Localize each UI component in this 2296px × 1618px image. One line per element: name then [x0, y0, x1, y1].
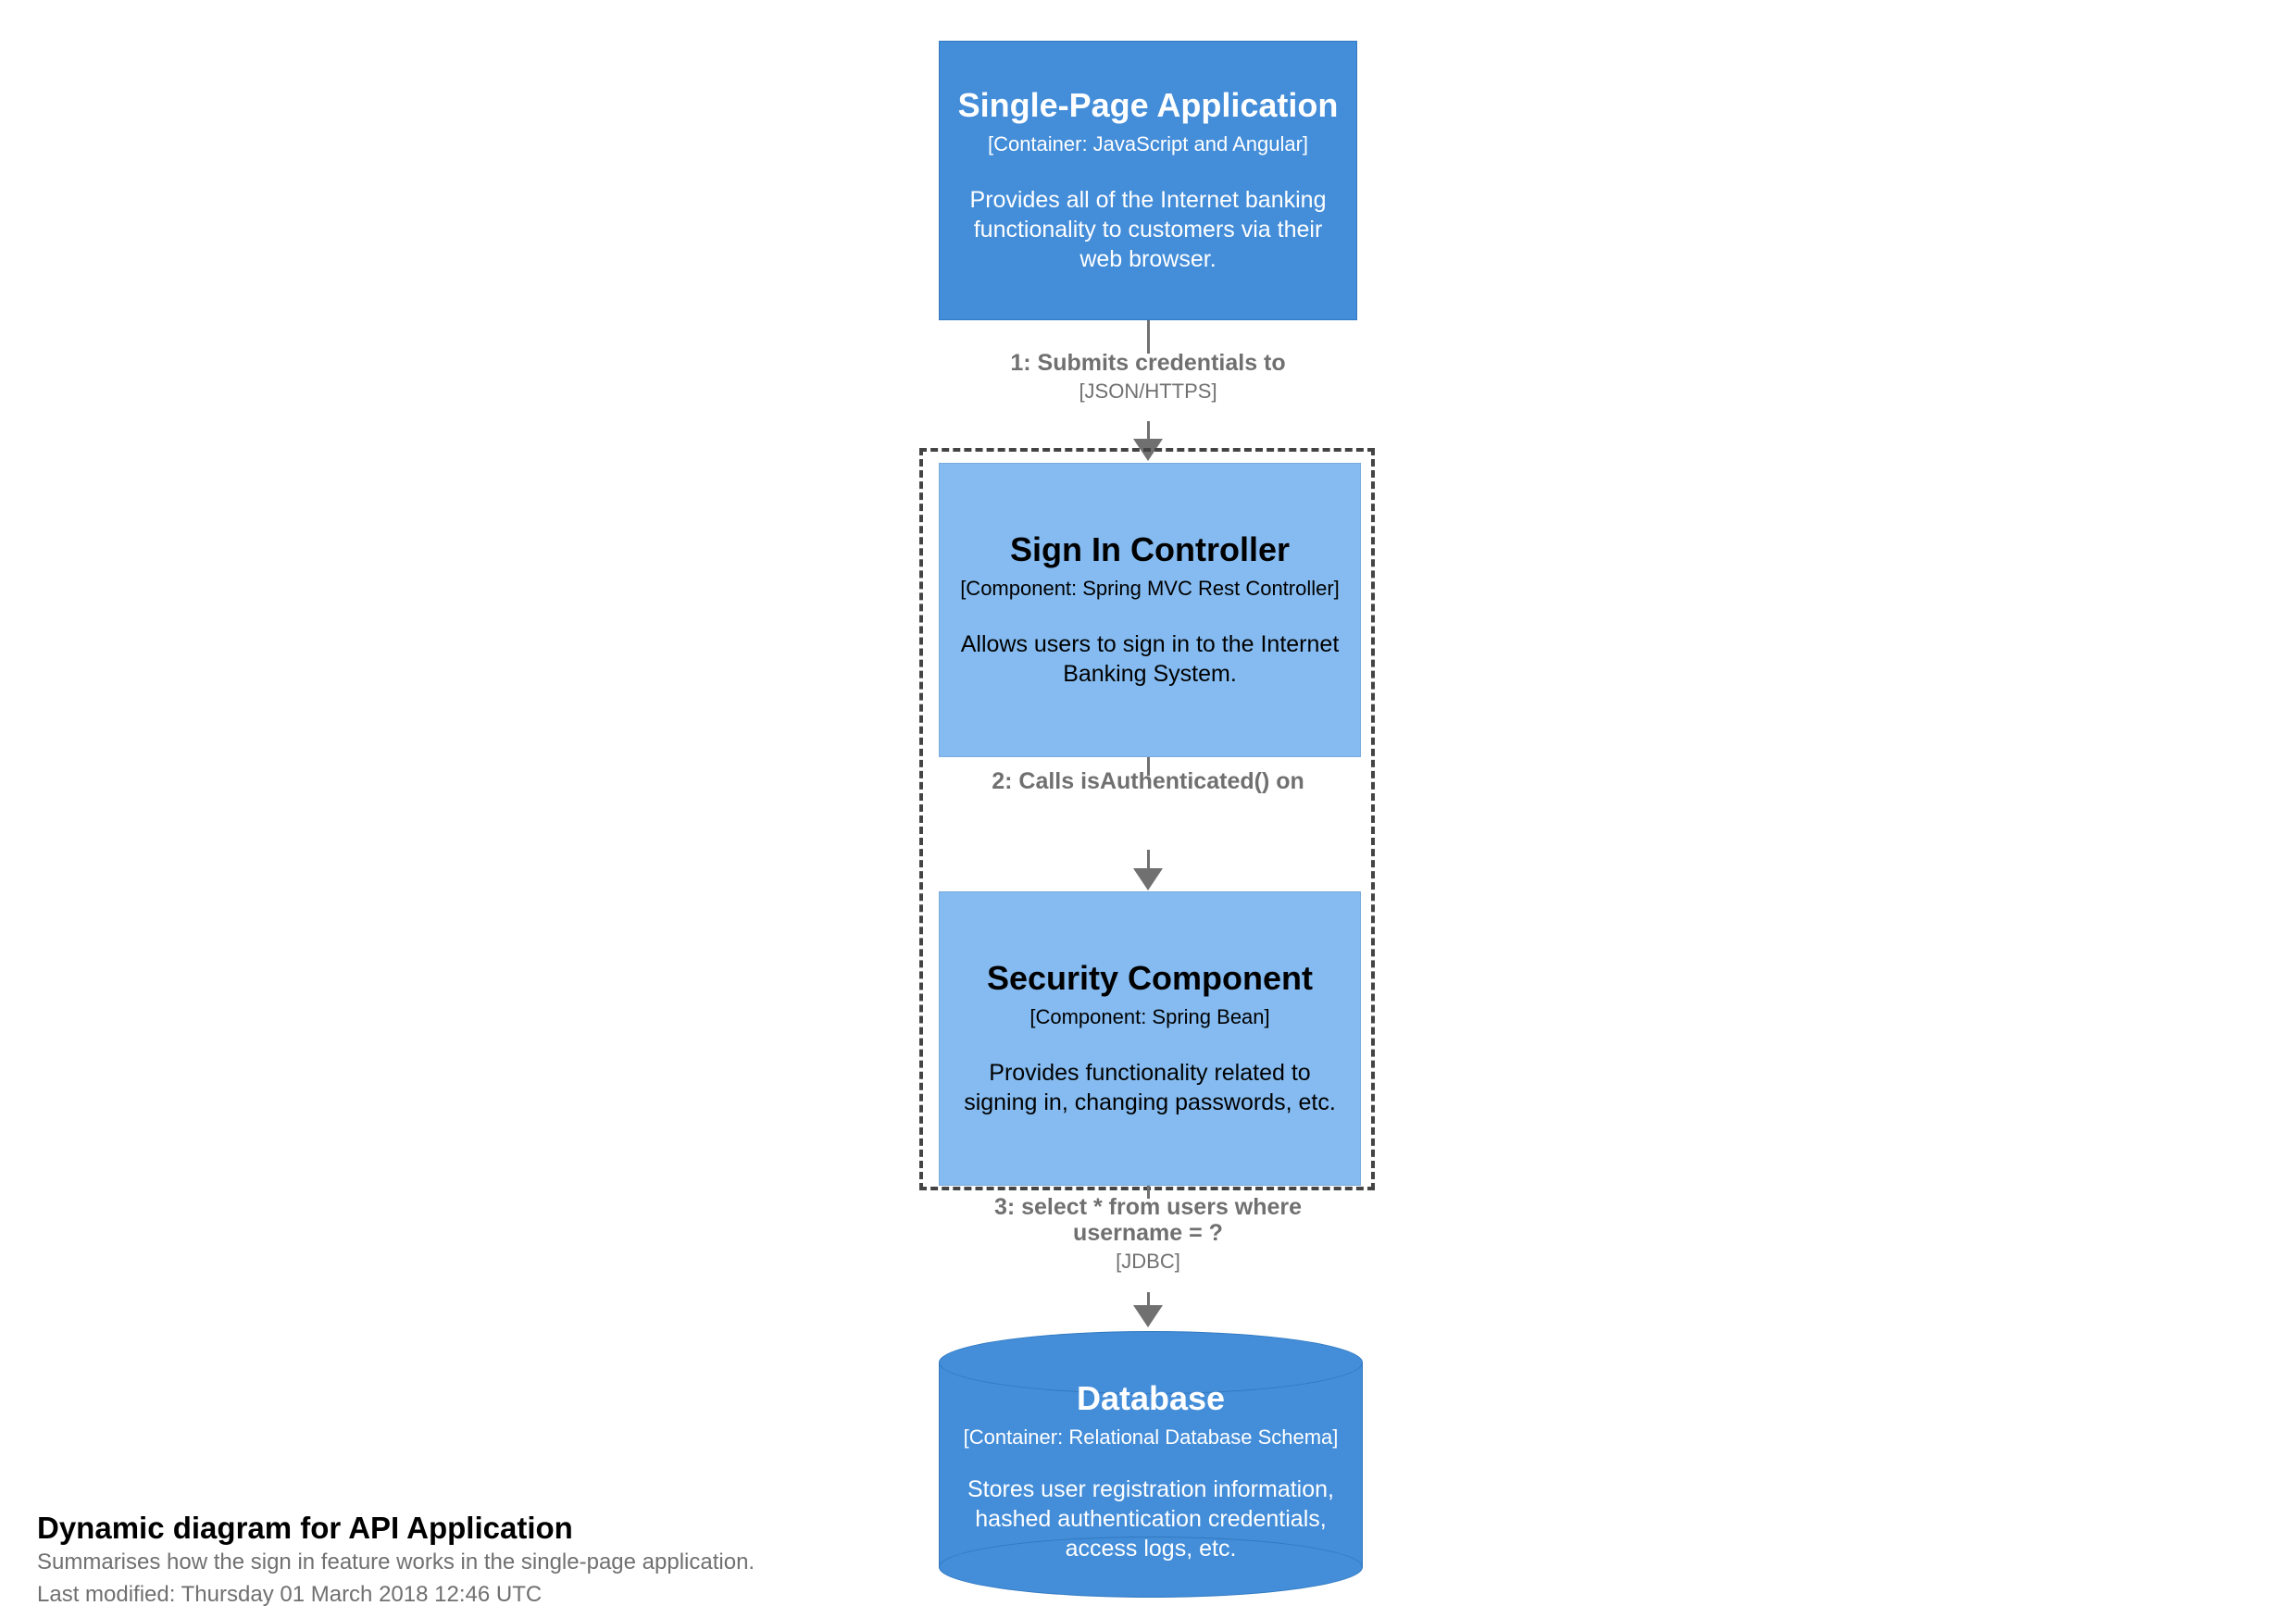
node-technology: [Component: Spring Bean] [1029, 1004, 1270, 1028]
relationship-1-line-lower [1147, 421, 1150, 443]
cylinder-top-ellipse [939, 1331, 1363, 1394]
relationship-1-description: 1: Submits credentials to [1010, 350, 1286, 376]
relationship-3-description: 3: select * from users where username = … [993, 1194, 1303, 1246]
node-content: Database [Container: Relational Database… [939, 1374, 1363, 1570]
relationship-2-label: 2: Calls isAuthenticated() on [986, 768, 1310, 794]
relationship-2-line-lower [1147, 850, 1150, 872]
node-description: Provides functionality related to signin… [964, 1059, 1336, 1115]
node-technology: [Component: Spring MVC Rest Controller] [960, 576, 1340, 600]
relationship-3-line [1147, 1186, 1150, 1199]
node-title: Sign In Controller [1010, 530, 1290, 569]
diagram-caption: Dynamic diagram for API Application Summ… [37, 1509, 870, 1612]
relationship-3-technology: [JDBC] [1116, 1250, 1180, 1273]
node-title: Database [1076, 1379, 1226, 1418]
caption-subtitle: Summarises how the sign in feature works… [37, 1550, 755, 1575]
node-sign-in-controller[interactable]: Sign In Controller [Component: Spring MV… [939, 463, 1361, 757]
arrowhead-icon [1133, 1305, 1163, 1327]
cylinder-body [939, 1363, 1363, 1568]
node-description: Allows users to sign in to the Internet … [960, 630, 1340, 687]
node-single-page-application[interactable]: Single-Page Application [Container: Java… [939, 41, 1357, 320]
arrowhead-icon [1133, 868, 1163, 890]
node-technology: [Container: Relational Database Schema] [963, 1425, 1339, 1449]
node-description: Provides all of the Internet banking fun… [969, 186, 1327, 272]
caption-title: Dynamic diagram for API Application [37, 1511, 573, 1545]
caption-last-modified: Last modified: Thursday 01 March 2018 12… [37, 1582, 543, 1608]
node-title: Single-Page Application [957, 86, 1339, 125]
relationship-1-technology: [JSON/HTTPS] [1079, 380, 1217, 403]
relationship-3-label: 3: select * from users where username = … [981, 1194, 1315, 1274]
node-security-component[interactable]: Security Component [Component: Spring Be… [939, 891, 1361, 1186]
relationship-2-line [1147, 757, 1150, 776]
node-title: Security Component [986, 959, 1314, 998]
relationship-3-line-lower [1147, 1292, 1150, 1309]
relationship-1-label: 1: Submits credentials to [JSON/HTTPS] [986, 350, 1310, 404]
node-database[interactable]: Database [Container: Relational Database… [939, 1331, 1363, 1598]
node-technology: [Container: JavaScript and Angular] [987, 131, 1309, 156]
node-description: Stores user registration information, ha… [967, 1475, 1334, 1562]
cylinder-bottom-ellipse [939, 1537, 1363, 1598]
relationship-2-description: 2: Calls isAuthenticated() on [992, 768, 1304, 794]
relationship-1-line [1147, 320, 1150, 354]
